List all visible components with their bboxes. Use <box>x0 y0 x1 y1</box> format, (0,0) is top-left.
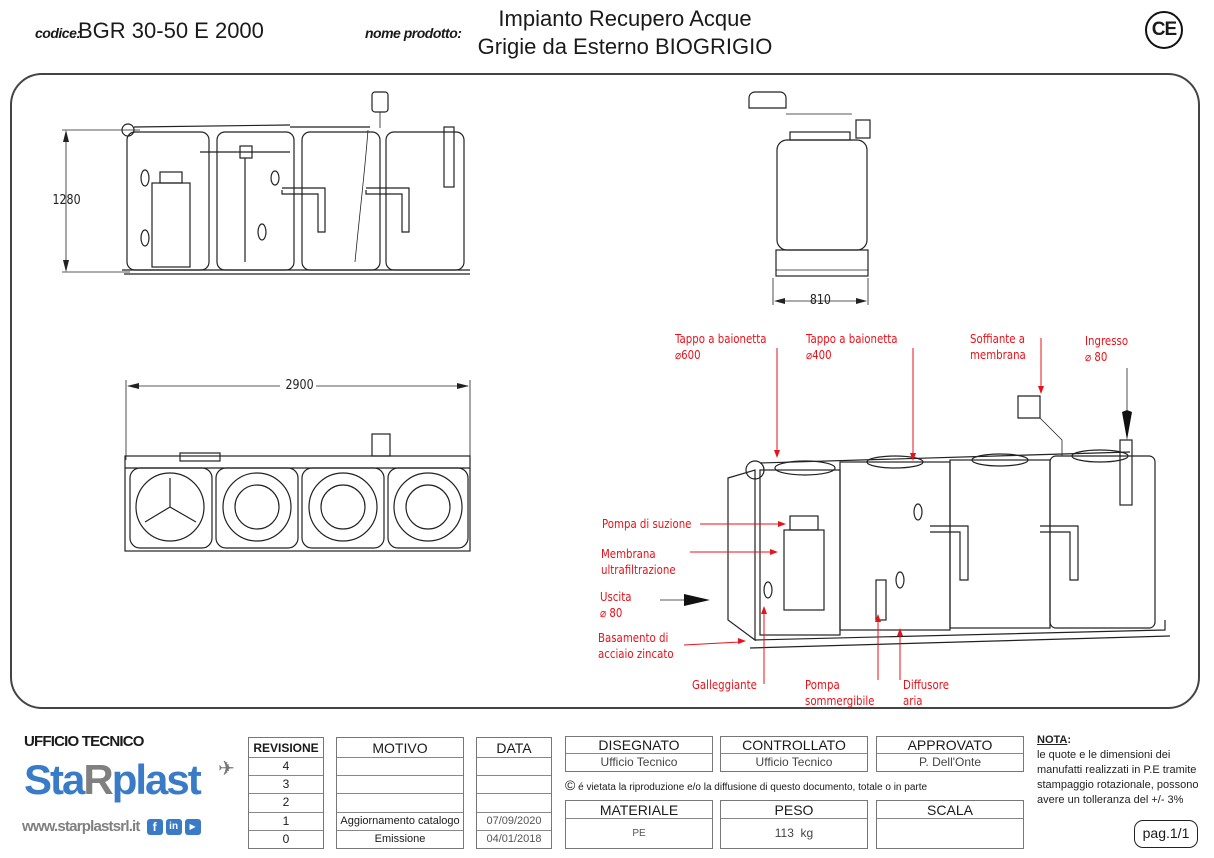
callout-basamento: Basamento di acciaio zincato <box>598 631 674 661</box>
revision-row: 4 <box>249 758 323 777</box>
disegnato-header: DISEGNATO <box>566 737 712 754</box>
motivo-row: Aggiornamento catalogo <box>337 813 463 831</box>
technical-drawing <box>62 91 1171 684</box>
ce-mark-icon: CE <box>1145 11 1183 49</box>
copyright-icon: © <box>565 777 576 793</box>
dim-length: 2900 <box>285 378 314 393</box>
front-view <box>62 91 470 275</box>
logo-brand-part1: Sta <box>24 756 85 803</box>
data-row <box>477 776 551 795</box>
code-label: codice: <box>35 25 81 41</box>
data-row <box>477 794 551 813</box>
disegnato-value: Ufficio Tecnico <box>600 755 678 769</box>
nota-block: NOTA: le quote e le dimensioni dei manuf… <box>1037 733 1212 808</box>
top-view <box>124 380 471 552</box>
callout-tappo-600: Tappo a baionetta ⌀600 <box>675 332 767 362</box>
motivo-row <box>337 776 463 795</box>
motivo-row <box>337 758 463 777</box>
peso-box: PESO 113 kg <box>720 800 868 849</box>
drawing-frame <box>10 73 1200 709</box>
isometric-view <box>660 338 1171 684</box>
approvato-header: APPROVATO <box>877 737 1023 754</box>
controllato-box: CONTROLLATO Ufficio Tecnico <box>720 736 868 772</box>
dim-width: 810 <box>809 293 831 308</box>
callout-soffiante: Soffiante a membrana <box>970 332 1026 362</box>
revisions-table: REVISIONE 4 3 2 1 0 <box>248 737 324 849</box>
revision-row: 2 <box>249 794 323 813</box>
nota-line: stampaggio rotazionale, possono <box>1037 779 1199 791</box>
motivo-table: MOTIVO Aggiornamento catalogo Emissione <box>336 737 464 849</box>
linkedin-icon[interactable]: in <box>165 818 182 835</box>
logo-brand-part2: plast <box>111 756 202 803</box>
product-label: nome prodotto: <box>365 25 462 41</box>
copyright-text: é vietata la riproduzione e/o la diffusi… <box>578 782 928 793</box>
revision-row: 3 <box>249 776 323 795</box>
nota-line: le quote e le dimensioni dei <box>1037 749 1171 761</box>
youtube-icon[interactable]: ▶ <box>184 818 201 835</box>
data-row <box>477 758 551 777</box>
logo-mascot-icon: ✈ <box>218 758 235 780</box>
starplast-logo: StaRplast ✈ www.starplastsrl.it f in ▶ <box>22 756 237 846</box>
dim-height: 1280 <box>52 193 81 208</box>
motivo-header: MOTIVO <box>337 738 463 758</box>
callout-ingresso: Ingresso ⌀ 80 <box>1085 334 1129 364</box>
disegnato-box: DISEGNATO Ufficio Tecnico <box>565 736 713 772</box>
scala-value <box>877 819 1023 848</box>
side-view <box>748 91 871 305</box>
product-title-line1: Impianto Recupero Acque <box>498 6 752 31</box>
callout-galleggiante: Galleggiante <box>692 678 757 692</box>
motivo-row: Emissione <box>374 832 426 845</box>
header: codice: BGR 30-50 E 2000 nome prodotto: … <box>0 0 1214 72</box>
scala-header: SCALA <box>877 801 1023 819</box>
revisions-header: REVISIONE <box>249 738 323 758</box>
data-table: DATA 07/09/2020 04/01/2018 <box>476 737 552 849</box>
peso-header: PESO <box>721 801 867 819</box>
motivo-row <box>337 794 463 813</box>
website-link[interactable]: www.starplastsrl.it <box>22 818 140 835</box>
callout-tappo-400: Tappo a baionetta ⌀400 <box>806 332 898 362</box>
revision-row: 1 <box>249 813 323 831</box>
nota-title: NOTA <box>1037 734 1068 746</box>
controllato-header: CONTROLLATO <box>721 737 867 754</box>
copyright-notice: © é vietata la riproduzione e/o la diffu… <box>565 777 927 793</box>
nota-line: avere un tolleranza del +/- 3% <box>1037 794 1184 806</box>
revision-row: 0 <box>282 831 290 846</box>
materiale-value: PE <box>632 828 646 839</box>
data-header: DATA <box>477 738 551 758</box>
approvato-value: P. Dell'Onte <box>918 755 982 769</box>
logo-brand-r: R <box>83 756 113 803</box>
department-label: UFFICIO TECNICO <box>24 733 144 750</box>
callout-uscita: Uscita ⌀ 80 <box>600 590 632 620</box>
scala-box: SCALA <box>876 800 1024 849</box>
code-value: BGR 30-50 E 2000 <box>78 18 264 43</box>
callout-diffusore: Diffusore aria <box>903 678 949 708</box>
product-title: Impianto Recupero Acque Grigie da Estern… <box>440 5 810 61</box>
materiale-header: MATERIALE <box>566 801 712 819</box>
callout-pompa-suzione: Pompa di suzione <box>602 517 692 531</box>
facebook-icon[interactable]: f <box>146 818 163 835</box>
page-indicator: pag.1/1 <box>1134 820 1198 848</box>
controllato-value: Ufficio Tecnico <box>755 755 833 769</box>
callout-pompa-sommergibile: Pompa sommergibile <box>805 678 875 708</box>
product-title-line2: Grigie da Esterno BIOGRIGIO <box>477 34 773 59</box>
nota-line: manufatti realizzati in P.E tramite <box>1037 764 1197 776</box>
callout-membrana: Membrana ultrafiltrazione <box>601 547 676 577</box>
approvato-box: APPROVATO P. Dell'Onte <box>876 736 1024 772</box>
materiale-box: MATERIALE PE <box>565 800 713 849</box>
data-row: 07/09/2020 <box>477 813 551 831</box>
data-row: 04/01/2018 <box>486 832 542 845</box>
peso-value: 113 kg <box>774 826 814 840</box>
